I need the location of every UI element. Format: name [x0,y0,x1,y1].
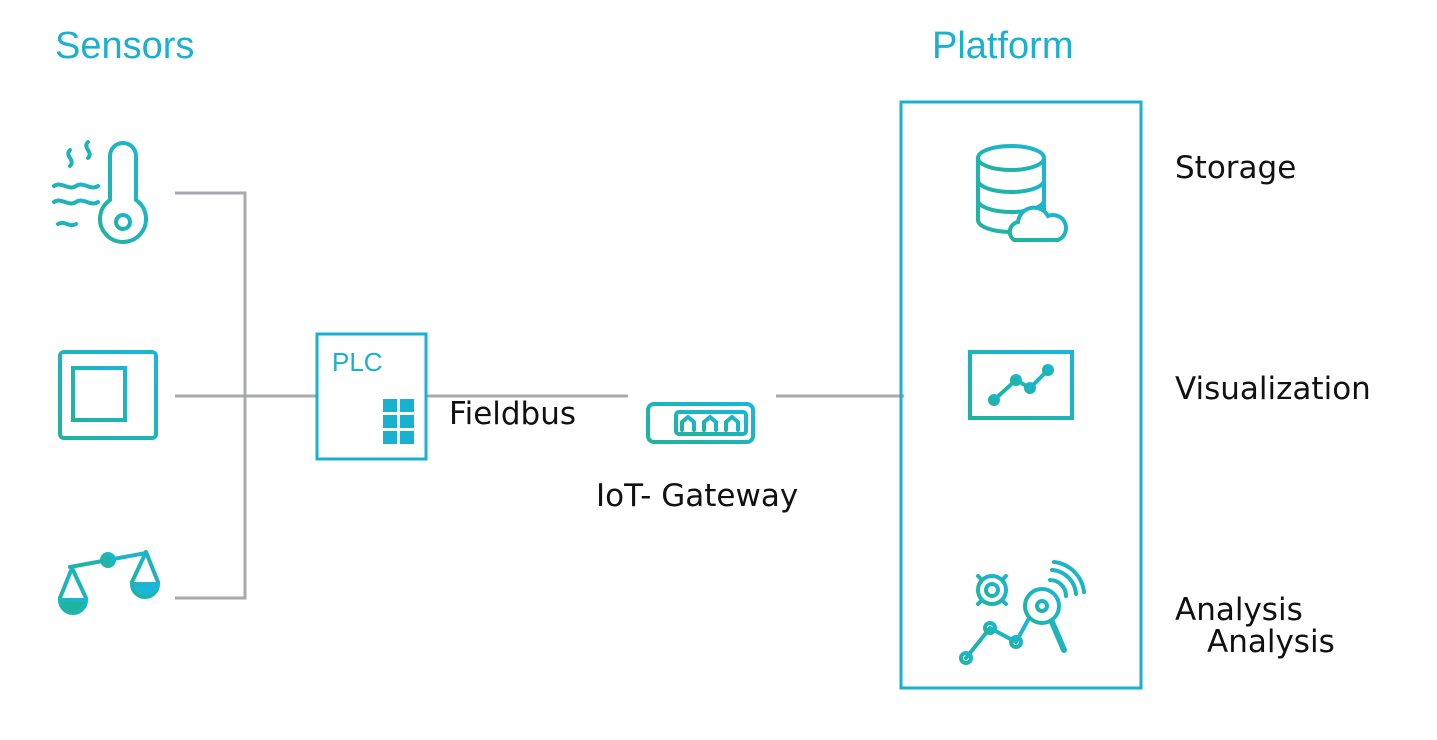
database-cloud-icon [976,144,1068,242]
monitor-chart-icon [968,350,1074,453]
gateway-label: IoT- Gateway [596,478,799,514]
sensors-heading: Sensors [55,25,195,67]
analysis-gear-icon [959,560,1086,665]
chip-icon [42,338,158,454]
grid-icon [383,399,414,444]
thermometer-icon [52,140,148,244]
fieldbus-label: Fieldbus [449,396,577,432]
storage-label: Storage [1175,150,1297,186]
connector-lines [175,191,904,600]
platform-box [899,100,1143,690]
scale-icon [57,550,161,637]
analysis-label-2: Analysis [1207,624,1335,660]
router-icon [646,344,755,444]
analysis-label-1: Analysis [1175,592,1303,628]
plc-label: PLC [332,347,383,377]
platform-heading: Platform [932,25,1074,67]
visualization-label: Visualization [1175,371,1371,407]
